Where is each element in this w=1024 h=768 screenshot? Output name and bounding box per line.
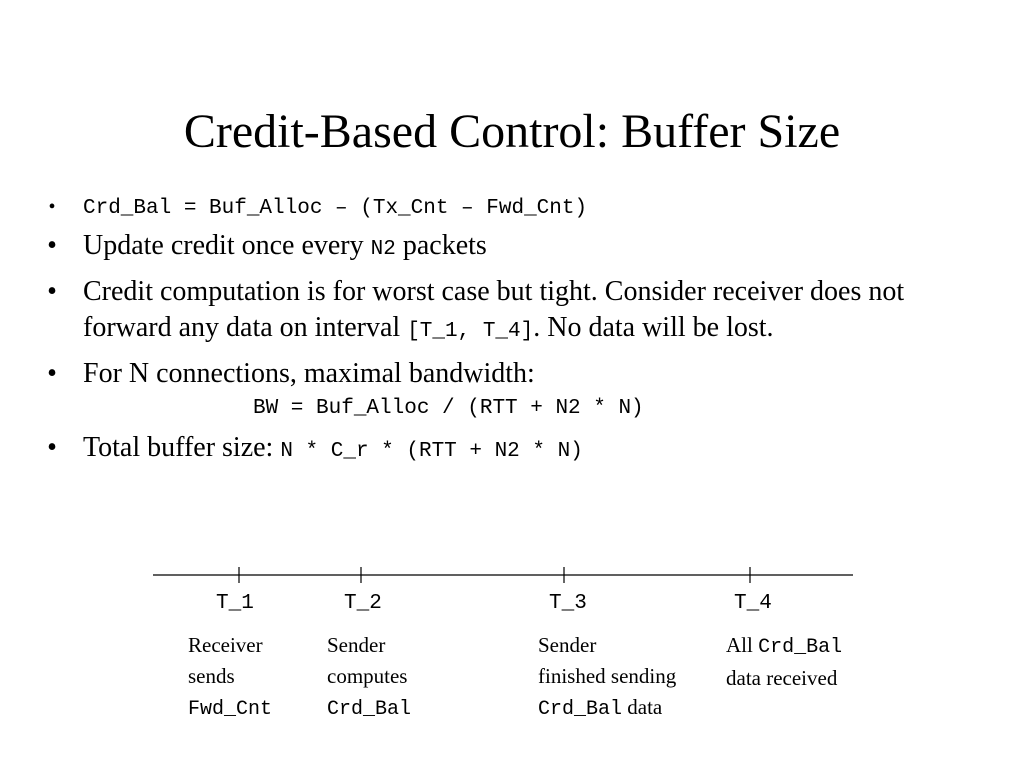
bullet-marker: •	[47, 276, 57, 307]
tick-label-t4: T_4	[734, 592, 772, 615]
bullet-max-bandwidth: • For N connections, maximal bandwidth: …	[42, 356, 982, 424]
update-credit-code: N2	[370, 238, 396, 261]
update-credit-text-after: packets	[395, 230, 487, 261]
credit-computation-text-before: Credit computation is for worst case but…	[83, 276, 905, 343]
event-description-t3: Sender finished sending Crd_Bal data	[538, 630, 676, 725]
tick-label-t2: T_2	[344, 592, 382, 615]
bullet-credit-computation: • Credit computation is for worst case b…	[42, 274, 982, 350]
event-t2-code: Crd_Bal	[327, 698, 412, 721]
total-buffer-size-text: Total buffer size:	[83, 432, 281, 463]
update-credit-text-before: Update credit once every	[83, 230, 371, 261]
total-buffer-size-code: N * C_r * (RTT + N2 * N)	[280, 440, 583, 463]
tick-label-t3: T_3	[549, 592, 587, 615]
bullet-total-buffer-size: • Total buffer size: N * C_r * (RTT + N2…	[42, 430, 982, 470]
event-t1-line3: Fwd_Cnt	[188, 692, 272, 725]
max-bandwidth-text: For N connections, maximal bandwidth:	[83, 358, 535, 389]
event-t2-line1: Sender	[327, 633, 386, 657]
bullet-list: • Crd_Bal = Buf_Alloc – (Tx_Cnt – Fwd_Cn…	[42, 192, 982, 476]
credit-balance-formula: Crd_Bal = Buf_Alloc – (Tx_Cnt – Fwd_Cnt)	[83, 197, 588, 220]
event-t4-code: Crd_Bal	[758, 636, 843, 659]
bandwidth-formula: BW = Buf_Alloc / (RTT + N2 * N)	[253, 397, 644, 420]
bullet-update-credit: • Update credit once every N2 packets	[42, 228, 982, 268]
event-description-t4: All Crd_Bal data received	[726, 630, 842, 694]
event-t4-line2: data received	[726, 666, 838, 690]
event-t3-code: Crd_Bal	[538, 698, 623, 721]
event-t4-line1-text: All	[726, 633, 759, 657]
event-t2-line2: computes	[327, 664, 408, 688]
event-t4-line1: All Crd_Bal	[726, 630, 842, 663]
credit-computation-interval-code: [T_1, T_4]	[407, 320, 534, 343]
event-t2-line3: Crd_Bal	[327, 692, 411, 725]
event-t3-line3: Crd_Bal data	[538, 692, 676, 725]
tick-label-t1: T_1	[216, 592, 254, 615]
event-t1-line1: Receiver	[188, 633, 263, 657]
credit-computation-text-after: . No data will be lost.	[533, 312, 774, 343]
bullet-marker: •	[47, 432, 57, 463]
bullet-marker: •	[48, 196, 56, 218]
bullet-credit-balance-formula: • Crd_Bal = Buf_Alloc – (Tx_Cnt – Fwd_Cn…	[42, 192, 982, 224]
bullet-marker: •	[47, 230, 57, 261]
event-t1-line2: sends	[188, 664, 235, 688]
event-description-t1: Receiver sends Fwd_Cnt	[188, 630, 272, 725]
event-t3-line2: finished sending	[538, 664, 677, 688]
event-description-t2: Sender computes Crd_Bal	[327, 630, 411, 725]
event-t3-line1: Sender	[538, 633, 597, 657]
slide-title: Credit-Based Control: Buffer Size	[183, 105, 841, 158]
event-t1-code: Fwd_Cnt	[188, 698, 273, 721]
bullet-marker: •	[47, 358, 57, 389]
event-t3-line3-text: data	[622, 695, 663, 719]
